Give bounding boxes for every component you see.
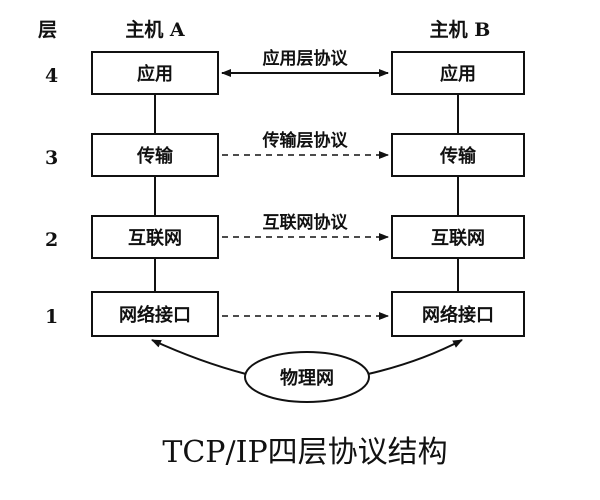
layer-number-3: 3 [45,147,58,169]
physical-to-host-b-arrow [367,339,463,375]
host-a-transport-label: 传输 [136,145,174,167]
physical-network-label: 物理网 [280,367,334,389]
host-b-internet-label: 互联网 [431,228,485,249]
host-a-internet-box [91,215,219,259]
host-a-internet-label: 互联网 [128,228,182,249]
host-a-network-interface-label: 网络接口 [119,304,191,326]
host-b-title: 主机 B [430,19,491,41]
host-b-internet-box [391,215,525,259]
layer-number-1: 1 [45,306,58,328]
host-a-transport-box [91,133,219,177]
internet-protocol-label: 互联网协议 [263,212,349,233]
layer-number-2: 2 [45,229,58,251]
host-b-application-box [391,51,525,95]
host-a-network-interface-box [91,291,219,337]
host-b-application-label: 应用 [440,63,476,85]
physical-network-ellipse [244,351,370,403]
host-b-network-interface-label: 网络接口 [422,304,494,326]
host-b-transport-label: 传输 [439,145,477,167]
host-b-network-interface-box [391,291,525,337]
host-a-title: 主机 A [125,19,185,41]
layer-number-4: 4 [45,65,58,87]
host-a-application-box [91,51,219,95]
layer-column-header: 层 [38,19,57,41]
application-protocol-label: 应用层协议 [263,48,349,69]
physical-to-host-a-arrow [151,339,247,375]
diagram-caption: TCP/IP四层协议结构 [162,435,447,470]
host-a-application-label: 应用 [137,63,173,85]
host-b-transport-box [391,133,525,177]
transport-protocol-label: 传输层协议 [262,130,349,151]
